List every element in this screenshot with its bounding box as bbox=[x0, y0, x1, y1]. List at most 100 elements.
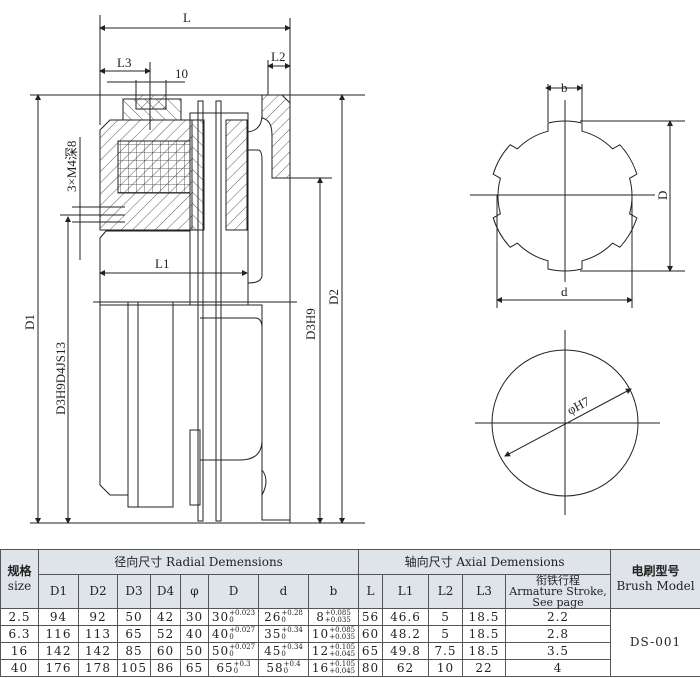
col-phi: φ bbox=[180, 574, 209, 609]
cell-L1: 49.8 bbox=[382, 642, 430, 660]
clutch-drawing: L L3 10 L2 L1 D1 D3H9D4JS13 D2 D3H9 3×M4… bbox=[22, 10, 685, 524]
axial-header: 轴向尺寸 Axial Demensions bbox=[358, 549, 612, 575]
cell-L3: 22 bbox=[462, 659, 507, 677]
cell-L1: 62 bbox=[382, 659, 430, 677]
spline-view bbox=[470, 84, 685, 308]
cell-D2: 113 bbox=[78, 625, 118, 643]
cell-size: 16 bbox=[0, 642, 39, 660]
cell-D1: 176 bbox=[38, 659, 79, 677]
col-L2: L2 bbox=[428, 574, 464, 609]
cell-D3: 85 bbox=[117, 642, 151, 660]
cell-size: 2.5 bbox=[0, 608, 39, 626]
cell-phi: 65 bbox=[180, 659, 209, 677]
cell-D1: 142 bbox=[38, 642, 79, 660]
cell-L2: 5 bbox=[428, 608, 464, 626]
cell-L3: 18.5 bbox=[462, 625, 507, 643]
cell-L2: 7.5 bbox=[428, 642, 464, 660]
dim-D1: D1 bbox=[22, 314, 37, 330]
tolerance: +0.085+0.035 bbox=[324, 609, 351, 624]
section-labels: L L3 10 L2 L1 D1 D3H9D4JS13 D2 D3H9 3×M4… bbox=[22, 10, 341, 415]
thread-note: 3×M4深8 bbox=[64, 141, 79, 192]
cell-L2: 10 bbox=[428, 659, 464, 677]
cell-stroke: 3.5 bbox=[505, 642, 612, 660]
cell-b: 10+0.085+0.035 bbox=[307, 625, 360, 643]
cell-D2: 178 bbox=[78, 659, 118, 677]
cell-D3: 50 bbox=[117, 608, 151, 626]
cell-stroke: 4 bbox=[505, 659, 612, 677]
cell-D2: 92 bbox=[78, 608, 118, 626]
dim-L1: L1 bbox=[155, 256, 169, 271]
col-L1: L1 bbox=[382, 574, 430, 609]
cell-b: 16+0.105+0.045 bbox=[307, 659, 360, 677]
tolerance: +0.105+0.045 bbox=[329, 643, 356, 658]
cell-size: 40 bbox=[0, 659, 39, 677]
section-view bbox=[30, 15, 365, 524]
cell-L3: 18.5 bbox=[462, 608, 507, 626]
cell-L: 56 bbox=[358, 608, 384, 626]
col-L: L bbox=[358, 574, 384, 609]
dim-b: b bbox=[561, 80, 568, 95]
cell-D1: 116 bbox=[38, 625, 79, 643]
dim-L: L bbox=[183, 10, 191, 25]
cell-phi: 30 bbox=[180, 608, 209, 626]
dim-L2: L2 bbox=[271, 49, 285, 64]
dim-phi-h7: φH7 bbox=[564, 393, 592, 417]
dim-d: d bbox=[561, 284, 568, 299]
dim-D: D bbox=[655, 191, 670, 200]
col-D: D bbox=[208, 574, 259, 609]
cell-D3: 105 bbox=[117, 659, 151, 677]
cell-phi: 40 bbox=[180, 625, 209, 643]
dim-L3: L3 bbox=[117, 55, 131, 70]
col-L3: L3 bbox=[462, 574, 507, 609]
cell-size: 6.3 bbox=[0, 625, 39, 643]
cell-phi: 50 bbox=[180, 642, 209, 660]
dim-D2: D2 bbox=[326, 289, 341, 305]
cell-L: 65 bbox=[358, 642, 384, 660]
cell-stroke: 2.2 bbox=[505, 608, 612, 626]
bore-view bbox=[475, 330, 660, 515]
cell-D4: 52 bbox=[150, 625, 181, 643]
dim-D3: D3H9 bbox=[303, 308, 318, 340]
col-D1: D1 bbox=[38, 574, 79, 609]
cell-L: 80 bbox=[358, 659, 384, 677]
dim-10: 10 bbox=[175, 66, 188, 81]
brush-model: DS-001 bbox=[610, 608, 700, 677]
col-D2: D2 bbox=[78, 574, 118, 609]
dim-D3-D4: D3H9D4JS13 bbox=[53, 342, 68, 415]
spline-profile bbox=[492, 120, 638, 272]
cell-D4: 60 bbox=[150, 642, 181, 660]
col-D3: D3 bbox=[117, 574, 151, 609]
cell-L: 60 bbox=[358, 625, 384, 643]
radial-header: 径向尺寸 Radial Demensions bbox=[37, 549, 360, 575]
cell-L1: 46.6 bbox=[382, 608, 430, 626]
cell-L3: 18.5 bbox=[462, 642, 507, 660]
tolerance: +0.085+0.035 bbox=[329, 626, 356, 641]
col-d: d bbox=[258, 574, 309, 609]
cell-stroke: 2.8 bbox=[505, 625, 612, 643]
col-b: b bbox=[307, 574, 360, 609]
cell-D3: 65 bbox=[117, 625, 151, 643]
cell-D1: 94 bbox=[38, 608, 79, 626]
